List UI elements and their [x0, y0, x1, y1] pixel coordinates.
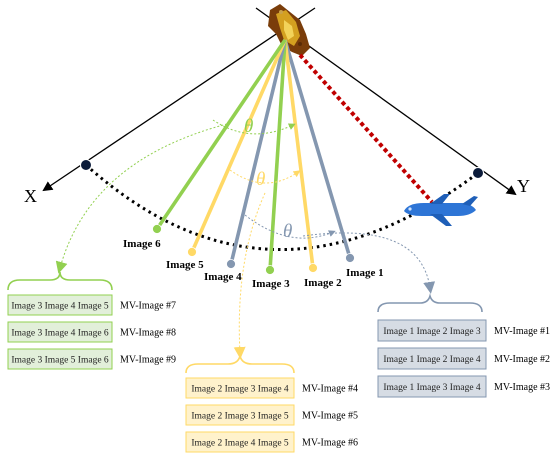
connector-green	[55, 123, 228, 274]
image-label-5: Image 5	[166, 259, 204, 271]
image-point-1	[345, 253, 355, 263]
image-label-2: Image 2	[304, 277, 342, 289]
image-rays	[155, 38, 352, 271]
image-ray-2	[283, 39, 315, 269]
image-label-1: Image 1	[346, 267, 384, 279]
mv-box-blue-2	[377, 347, 487, 370]
image-label-6: Image 6	[123, 238, 161, 250]
y-axis-label: Y	[517, 176, 530, 196]
mv-box-content-green-2: Image 3 Image 4 Image 6	[11, 329, 109, 339]
image-label-4: Image 4	[204, 271, 242, 283]
image-point-6	[152, 224, 162, 234]
image-ray-5	[190, 39, 287, 253]
theta-arc-yellow	[229, 169, 301, 184]
mv-box-yellow-1	[185, 377, 295, 399]
mv-box-blue-1	[377, 319, 487, 342]
target-object-icon	[268, 4, 310, 56]
image-ray-4	[229, 39, 287, 265]
connector-yellow	[233, 192, 266, 359]
theta-arc-green	[212, 119, 296, 135]
mv-label-green-1: MV-Image #7	[120, 301, 176, 312]
mv-label-yellow-3: MV-Image #6	[302, 438, 358, 449]
mv-label-blue-2: MV-Image #2	[494, 354, 550, 365]
mv-box-content-blue-2: Image 1 Image 2 Image 4	[383, 355, 481, 365]
mv-box-content-blue-1: Image 1 Image 2 Image 3	[383, 327, 481, 337]
mv-group-yellow: Image 2 Image 3 Image 4 MV-Image #4 Image …	[185, 377, 358, 453]
arc-endpoint-right	[472, 167, 484, 179]
mv-box-content-yellow-1: Image 2 Image 3 Image 4	[191, 385, 289, 395]
mv-box-yellow-3	[185, 431, 295, 453]
image-ray-1	[283, 39, 352, 259]
radar-line-of-sight	[298, 53, 434, 204]
mv-label-blue-1: MV-Image #1	[494, 326, 550, 337]
mv-box-yellow-2	[185, 404, 295, 426]
theta-label-blue: θ	[283, 221, 292, 242]
mv-box-content-green-1: Image 3 Image 4 Image 5	[11, 302, 109, 312]
image-point-2	[308, 263, 318, 273]
mv-label-yellow-2: MV-Image #5	[302, 411, 358, 422]
image-label-3: Image 3	[252, 278, 290, 290]
theta-label-yellow: θ	[256, 169, 265, 190]
mv-label-green-2: MV-Image #8	[120, 328, 176, 339]
theta-arc-blue	[244, 214, 336, 239]
mv-box-content-green-3: Image 3 Image 5 Image 6	[11, 356, 109, 366]
mv-label-green-3: MV-Image #9	[120, 355, 176, 366]
brace-green	[7, 271, 113, 291]
arc-endpoint-left	[80, 159, 92, 171]
brace-yellow	[185, 355, 295, 374]
theta-label-green: θ	[244, 116, 253, 137]
x-axis-label: X	[24, 186, 37, 206]
mv-group-blue: Image 1 Image 2 Image 3 MV-Image #1 Image …	[377, 319, 550, 398]
brace-blue	[377, 293, 483, 313]
mv-box-green-1	[7, 294, 113, 316]
mv-box-content-yellow-2: Image 2 Image 3 Image 5	[191, 412, 289, 422]
mv-label-blue-3: MV-Image #3	[494, 382, 550, 393]
image-points	[152, 224, 355, 275]
mv-box-green-3	[7, 348, 113, 370]
image-ray-6	[155, 38, 287, 231]
mv-box-blue-3	[377, 375, 487, 398]
mv-label-yellow-1: MV-Image #4	[302, 384, 358, 395]
mv-group-green: Image 3 Image 4 Image 5 MV-Image #7 Image …	[7, 294, 176, 370]
x-axis-line	[42, 7, 316, 192]
mv-box-content-blue-3: Image 1 Image 3 Image 4	[383, 383, 481, 393]
image-point-4	[226, 259, 236, 269]
mv-box-content-yellow-3: Image 2 Image 4 Image 5	[191, 439, 289, 449]
mv-box-green-2	[7, 321, 113, 343]
aircraft-icon	[404, 194, 478, 226]
image-point-3	[265, 265, 275, 275]
image-point-5	[187, 247, 197, 257]
